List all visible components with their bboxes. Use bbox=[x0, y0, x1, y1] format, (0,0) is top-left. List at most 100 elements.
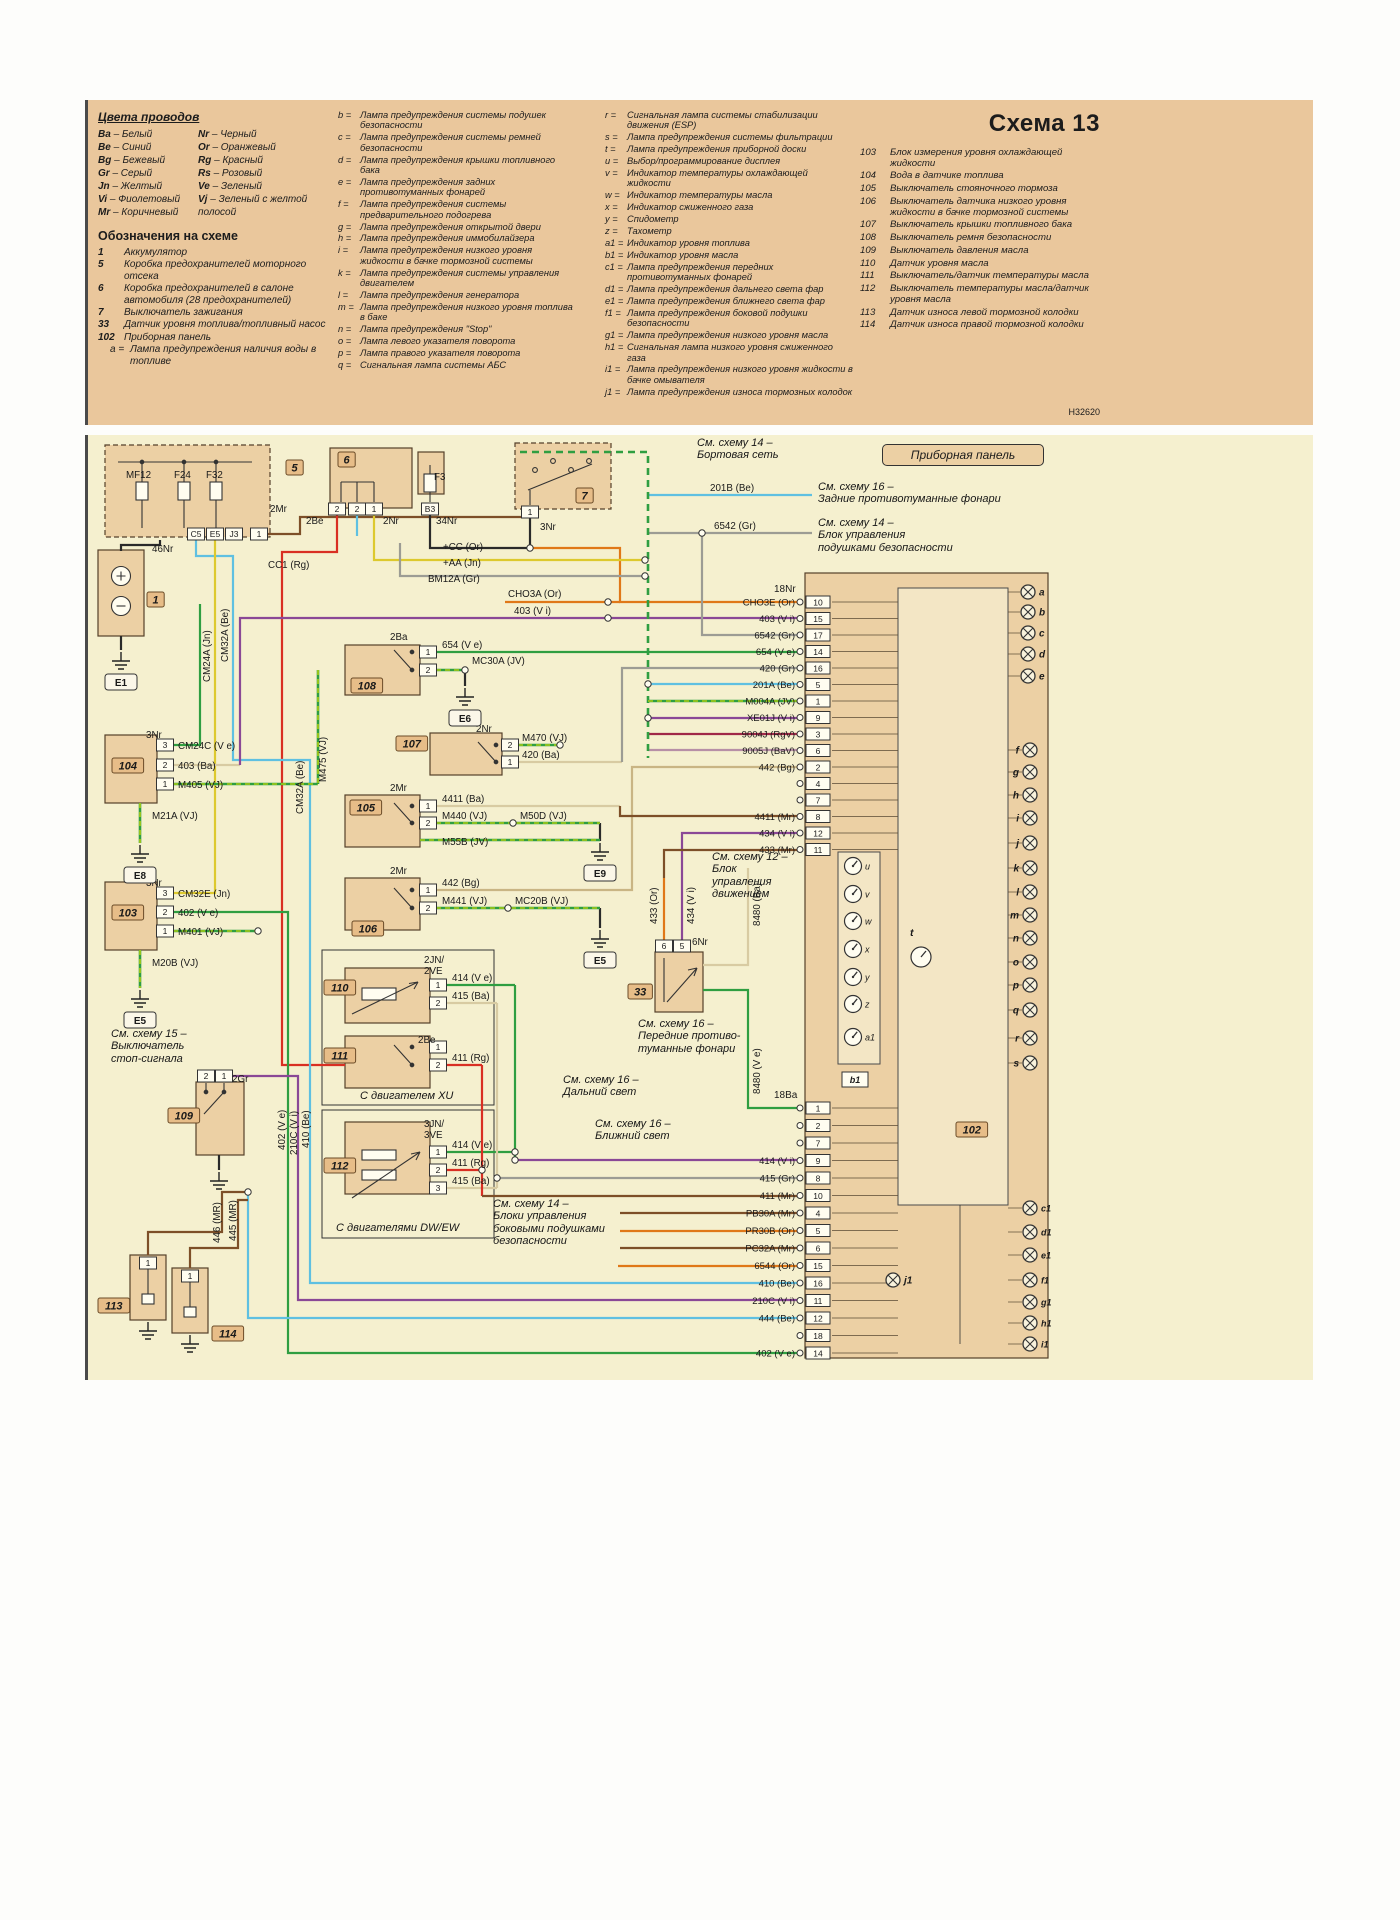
pin-number: 6 bbox=[662, 941, 667, 951]
legend-lamps-col2: b =Лампа предупреждения системы подушек … bbox=[338, 110, 576, 417]
connector-wire-label: 442 (Bg) bbox=[759, 763, 795, 774]
wire-label: 402 (V e) bbox=[178, 908, 218, 919]
gauge-letter-w: w bbox=[865, 917, 872, 927]
wire-label: 415 (Ba) bbox=[452, 1176, 490, 1187]
wire-label: M475 (VJ) bbox=[318, 737, 329, 782]
connector-pin-number: 2 bbox=[816, 763, 821, 773]
component-badge-label: 114 bbox=[219, 1329, 237, 1341]
wire-CM24C bbox=[173, 604, 202, 747]
component-box bbox=[897, 587, 1009, 1206]
legend-lamp-item: c1 =Лампа предупреждения передних против… bbox=[605, 261, 774, 283]
connector-dot bbox=[796, 1122, 804, 1129]
connector-pin-box bbox=[805, 1171, 831, 1185]
lamp-letter-f1: f1 bbox=[1041, 1276, 1049, 1286]
lamp-cross bbox=[1025, 1227, 1035, 1237]
pin-box bbox=[419, 799, 437, 813]
wire-label: 2Mr bbox=[390, 866, 408, 877]
component-badge-label: 110 bbox=[331, 983, 349, 995]
wire-label: M21A (VJ) bbox=[152, 811, 198, 822]
pin-box bbox=[365, 502, 383, 516]
connector-dot bbox=[796, 664, 804, 672]
lamp-letter-o: o bbox=[1013, 958, 1019, 969]
pin-number: 1 bbox=[257, 529, 262, 539]
connector-pin-box bbox=[805, 760, 831, 774]
wire-label: MC20B (VJ) bbox=[515, 896, 568, 907]
pin-number: 2 bbox=[335, 504, 340, 514]
connector-wire-label: 402 (V e) bbox=[756, 1349, 795, 1360]
lamp-letter-i: i bbox=[1016, 814, 1019, 825]
pin-box bbox=[429, 1163, 447, 1177]
lamp-letter-n: n bbox=[1013, 934, 1019, 945]
schema-reference-note: См. схему 16 – Дальний свет bbox=[563, 1074, 639, 1099]
schema-reference-note: См. схему 16 – Передние противо- туманны… bbox=[638, 1018, 741, 1055]
legend-lamp-item: d1 =Лампа предупреждения дальнего света … bbox=[605, 284, 824, 295]
lamp-letter-c: c bbox=[1039, 629, 1045, 640]
connector-dot bbox=[796, 681, 804, 688]
junction-dot bbox=[604, 598, 612, 606]
wire-label: M440 (VJ) bbox=[442, 811, 487, 822]
legend-lamp-item: a1 =Индикатор уровня топлива bbox=[605, 237, 750, 248]
pin-number: 1 bbox=[146, 1258, 151, 1268]
connector-pin-number: 3 bbox=[816, 730, 821, 740]
connector-pin-number: 8 bbox=[816, 1174, 821, 1184]
ground-label: E5 bbox=[134, 1016, 147, 1027]
wire-label: 6Nr bbox=[692, 937, 709, 948]
component-badge-108 bbox=[350, 677, 384, 694]
wire-label: 410 (Be) bbox=[301, 1110, 312, 1148]
ground-label-box bbox=[583, 864, 617, 882]
wire-label: 3JN/ bbox=[424, 1119, 444, 1130]
gauge-letter-a1: a1 bbox=[865, 1033, 875, 1043]
component-badge-111 bbox=[323, 1047, 357, 1064]
connector-pin-box bbox=[805, 694, 831, 708]
ground-icon bbox=[210, 1172, 228, 1190]
wire-label: 210C (V i) bbox=[289, 1111, 300, 1155]
connector-pin-box bbox=[805, 595, 831, 609]
component-badge-113 bbox=[97, 1297, 131, 1314]
lamp-letter-e: e bbox=[1039, 672, 1045, 683]
wire-label: 2VE bbox=[424, 966, 443, 977]
connector-pin-box bbox=[805, 678, 831, 691]
component-badge-109 bbox=[167, 1107, 201, 1124]
component-badge-label: 7 bbox=[582, 491, 589, 503]
component-badge-label: 106 bbox=[359, 924, 378, 936]
lamp-cross bbox=[1025, 790, 1035, 800]
connector-dot bbox=[796, 747, 804, 754]
wire-BM12A bbox=[398, 543, 645, 578]
wire-label: CM32A (Be) bbox=[295, 761, 306, 814]
lamp-cross bbox=[1023, 671, 1033, 681]
legend-lamp-item: i1 =Лампа предупреждения низкого уровня … bbox=[605, 364, 853, 385]
connector-wire-label: 210C (V i) bbox=[752, 1296, 795, 1307]
connector-pin-number: 6 bbox=[816, 1244, 821, 1254]
schema-title: Схема 13 bbox=[988, 110, 1100, 137]
wire-label: 3Nr bbox=[146, 878, 163, 889]
wire-label: 403 (V i) bbox=[514, 606, 551, 617]
connector-dot bbox=[796, 1332, 804, 1339]
wire-label: 442 (Bg) bbox=[442, 878, 480, 889]
pin-number: 3 bbox=[436, 1183, 441, 1193]
connector-pin-number: 8 bbox=[816, 812, 821, 822]
wire-label: MF12 bbox=[126, 470, 151, 481]
pin-number: 1 bbox=[426, 647, 431, 657]
connector-pin-box bbox=[805, 1276, 831, 1290]
pin-box bbox=[429, 1058, 447, 1072]
ground-label: E9 bbox=[594, 869, 607, 880]
pin-box bbox=[419, 883, 437, 897]
wire-label: CHO3A (Or) bbox=[508, 589, 561, 600]
pin-box bbox=[429, 996, 447, 1010]
pin-number: 1 bbox=[163, 926, 168, 936]
connector-dot bbox=[796, 1297, 804, 1304]
lamp-letter-p: p bbox=[1012, 981, 1019, 992]
legend-lamp-item: h1 =Сигнальная лампа низкого уровня сжиж… bbox=[605, 342, 833, 363]
connector-pin-box bbox=[805, 1189, 831, 1202]
gauge-letter-t: t bbox=[910, 927, 914, 939]
connector-wire-label: 6544 (Or) bbox=[754, 1261, 795, 1272]
wire-label: 433 (Or) bbox=[649, 888, 660, 924]
wire-CM24A-CM32E bbox=[173, 540, 217, 895]
